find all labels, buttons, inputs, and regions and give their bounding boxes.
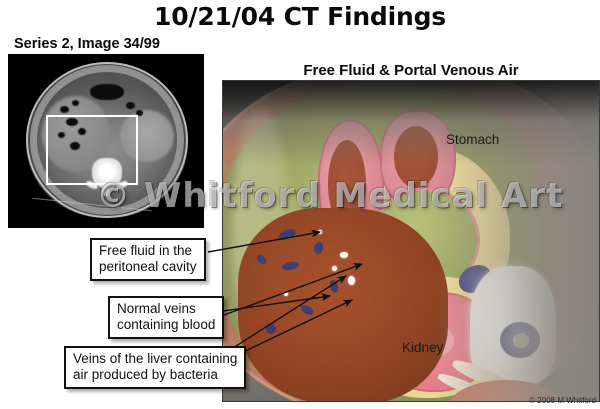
bowel-lumen <box>394 126 438 188</box>
ct-spinous-process <box>102 184 110 196</box>
portal-venous-air-bubble <box>332 266 337 271</box>
ct-bowel-gas <box>58 132 65 138</box>
portal-venous-air-bubble <box>318 230 322 234</box>
page-title: 10/21/04 CT Findings <box>154 2 446 31</box>
series-image-label: Series 2, Image 34/99 <box>14 36 160 52</box>
copyright-notice: © 2008 M Whitford <box>529 396 596 405</box>
hepatic-vein <box>266 324 276 334</box>
illustration-subtitle: Free Fluid & Portal Venous Air <box>303 62 519 79</box>
ct-bowel-gas <box>70 142 80 150</box>
ct-bowel-gas <box>60 106 69 113</box>
ct-bowel-gas <box>72 100 79 106</box>
ct-bowel-gas <box>78 128 86 135</box>
label-kidney: Kidney <box>402 340 444 355</box>
portal-venous-air-bubble <box>340 252 348 258</box>
ct-scan-image <box>8 54 204 228</box>
callout-normal-veins: Normal veins containing blood <box>108 296 225 339</box>
ct-stomach-gas <box>90 84 124 100</box>
ct-bowel-gas <box>66 118 78 126</box>
callout-free-fluid: Free fluid in the peritoneal cavity <box>90 238 206 281</box>
label-stomach: Stomach <box>446 132 500 147</box>
portal-venous-air-bubble <box>348 276 355 285</box>
callout-portal-venous-air: Veins of the liver containing air produc… <box>64 346 247 389</box>
ct-skin-outline <box>26 62 188 218</box>
ct-spleen-region <box>120 110 174 162</box>
ct-bowel-gas <box>136 110 143 116</box>
ct-region-of-interest-box <box>46 115 138 185</box>
ct-bowel-gas <box>126 102 135 109</box>
portal-venous-air-bubble <box>284 292 288 296</box>
liver-organ <box>238 208 448 402</box>
spinal-cord <box>513 333 529 348</box>
